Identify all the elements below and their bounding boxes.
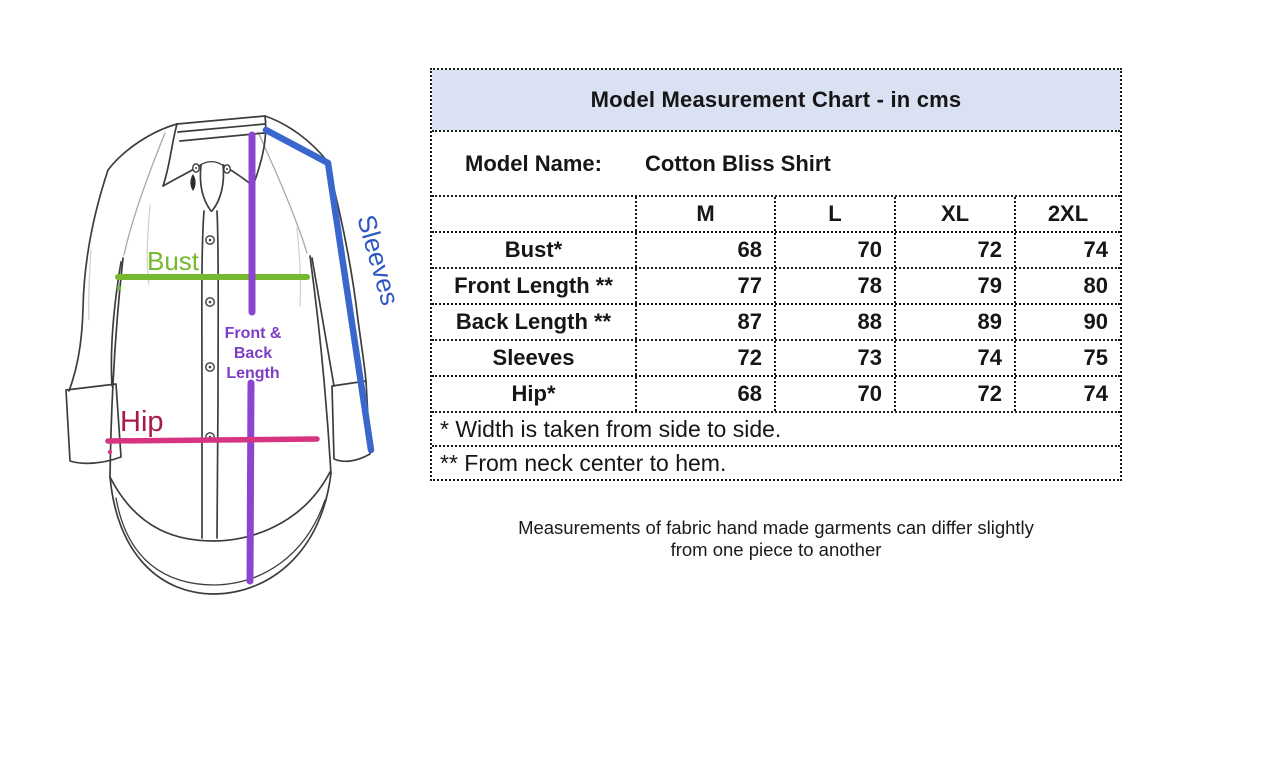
sleeves-2xl: 75 [1014, 341, 1120, 375]
placket [200, 210, 220, 539]
bust-l: 70 [774, 233, 894, 267]
length-measure-line-bottom [246, 379, 255, 585]
table-row-bust: Bust* 68 70 72 74 [432, 231, 1120, 267]
disclaimer-note: Measurements of fabric hand made garment… [430, 517, 1122, 560]
table-row-sleeves: Sleeves 72 73 74 75 [432, 339, 1120, 375]
back-length-m: 87 [635, 305, 774, 339]
front-length-2xl: 80 [1014, 269, 1120, 303]
length-label: Front & Back Length [225, 325, 282, 382]
table-title: Model Measurement Chart - in cms [432, 70, 1120, 130]
shirt-diagram: Bust Hip Front & Back Length Sleeves [65, 115, 406, 595]
hip-2xl: 74 [1014, 377, 1120, 411]
size-col-m: M [635, 197, 774, 231]
bust-label: Bust [147, 246, 200, 276]
hip-measure-dot [107, 449, 113, 455]
button-loop [190, 174, 196, 191]
table-row-back-length: Back Length ** 87 88 89 90 [432, 303, 1120, 339]
hip-xl: 72 [894, 377, 1014, 411]
hip-l: 70 [774, 377, 894, 411]
shirt-outline [65, 115, 371, 595]
cuffs [65, 380, 371, 465]
bust-xl: 72 [894, 233, 1014, 267]
size-col-2xl: 2XL [1014, 197, 1120, 231]
length-label-line-1: Front & [225, 325, 282, 342]
table-row-front-length: Front Length ** 77 78 79 80 [432, 267, 1120, 303]
row-label: Back Length ** [455, 309, 612, 334]
sleeves-xl: 74 [894, 341, 1014, 375]
size-col-l: L [774, 197, 894, 231]
buttons [192, 163, 231, 442]
model-name-value: Cotton Bliss Shirt [645, 150, 831, 176]
seam-lines [123, 131, 308, 256]
size-col-xl: XL [894, 197, 1014, 231]
bust-measure-dot [116, 285, 122, 291]
row-label: Front Length ** [454, 273, 613, 298]
row-label: Hip* [511, 381, 556, 406]
back-length-xl: 89 [894, 305, 1014, 339]
row-label: Bust* [504, 237, 563, 262]
front-length-l: 78 [774, 269, 894, 303]
hip-label: Hip [120, 406, 164, 438]
hip-measure-line [105, 436, 320, 444]
sleeves-label: Sleeves [351, 211, 405, 308]
sleeves-l: 73 [774, 341, 894, 375]
size-header-spacer [432, 197, 635, 231]
length-label-line-3: Length [226, 365, 279, 382]
disclaimer-line-2: from one piece to another [670, 538, 882, 560]
length-label-line-2: Back [234, 345, 272, 362]
disclaimer-line-1: Measurements of fabric hand made garment… [518, 517, 1034, 538]
row-label: Sleeves [492, 345, 575, 370]
back-length-l: 88 [774, 305, 894, 339]
size-header-row: M L XL 2XL [432, 195, 1120, 231]
hem [109, 471, 332, 595]
measurement-table: Model Measurement Chart - in cms Model N… [430, 68, 1122, 481]
footnote-length: ** From neck center to hem. [432, 445, 1120, 479]
footnote-width: * Width is taken from side to side. [432, 411, 1120, 445]
collar [162, 115, 267, 212]
front-length-xl: 79 [894, 269, 1014, 303]
hip-m: 68 [635, 377, 774, 411]
bust-2xl: 74 [1014, 233, 1120, 267]
front-length-m: 77 [635, 269, 774, 303]
model-name-row: Model Name: Cotton Bliss Shirt [432, 130, 1120, 195]
table-row-hip: Hip* 68 70 72 74 [432, 375, 1120, 411]
sleeve-measure-line [262, 126, 375, 454]
bust-m: 68 [635, 233, 774, 267]
back-length-2xl: 90 [1014, 305, 1120, 339]
model-name-label: Model Name: [465, 150, 602, 176]
sleeves-m: 72 [635, 341, 774, 375]
